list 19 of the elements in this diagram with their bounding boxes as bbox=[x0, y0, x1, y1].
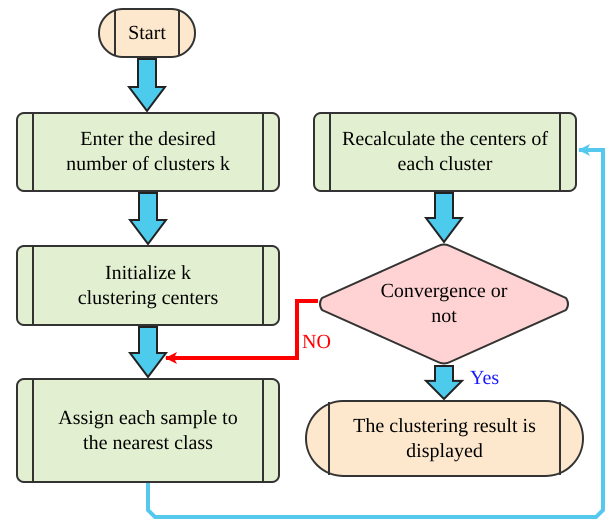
step-text: Recalculate the centers of each cluster bbox=[341, 127, 549, 177]
step-text: Assign each sample to the nearest class bbox=[57, 406, 239, 456]
block-arrow bbox=[128, 192, 168, 246]
terminal-shape bbox=[98, 8, 196, 58]
step-text: The clustering result is displayed bbox=[352, 414, 537, 464]
block-arrow bbox=[128, 326, 168, 379]
connector-arrow bbox=[165, 299, 318, 364]
step-text: Start bbox=[128, 20, 166, 46]
process-box bbox=[313, 112, 577, 192]
step-text: Convergence or not bbox=[380, 279, 508, 329]
step-text: Initialize k clustering centers bbox=[76, 260, 220, 310]
connector-arrow bbox=[146, 144, 605, 519]
process-box bbox=[16, 112, 280, 192]
block-arrow bbox=[424, 365, 464, 400]
process-box bbox=[16, 378, 280, 483]
block-arrow bbox=[424, 192, 464, 244]
step-text: Enter the desired number of clusters k bbox=[65, 127, 231, 177]
block-arrow bbox=[127, 58, 167, 113]
process-box bbox=[16, 245, 280, 326]
